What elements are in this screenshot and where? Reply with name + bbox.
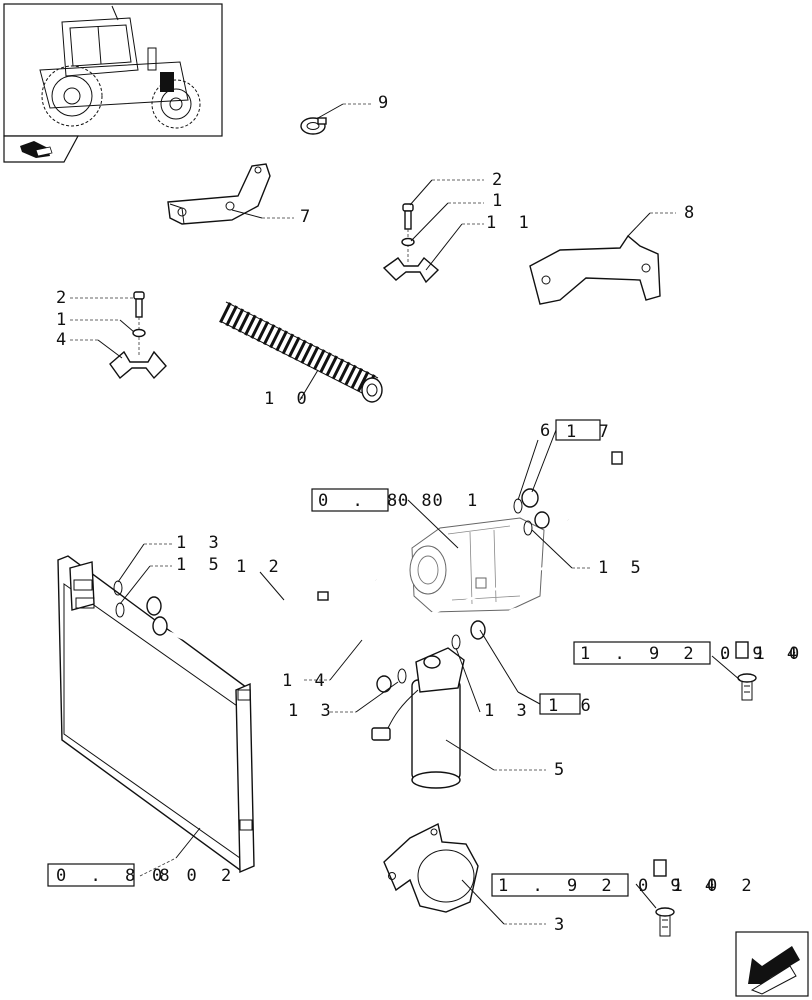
callout-14: 1 4 bbox=[282, 671, 331, 691]
callout-13-right: 1 3 bbox=[484, 701, 533, 721]
callout-7: 7 bbox=[300, 207, 316, 227]
condenser bbox=[57, 555, 255, 877]
callout-8: 8 bbox=[684, 203, 700, 223]
ref-box-condenser: 0 . 8 8 0 0 2 bbox=[47, 863, 238, 887]
svg-text:0 1 0 2: 0 1 0 2 bbox=[638, 876, 759, 896]
callout-12: 1 2 bbox=[236, 557, 285, 577]
callout-17: 1 7 bbox=[566, 422, 615, 442]
callout-15-right: 1 5 bbox=[598, 558, 647, 578]
callout-1-left: 1 bbox=[56, 310, 72, 330]
bolt-washer-clip-left bbox=[70, 291, 167, 380]
svg-text:1 . 9 2 . 9 4: 1 . 9 2 . 9 4 bbox=[498, 876, 722, 896]
callout-leaders bbox=[117, 419, 741, 909]
svg-text:0 0 1: 0 0 1 bbox=[398, 491, 484, 511]
callout-13-bottom: 1 3 bbox=[288, 701, 337, 721]
ref-box-pipe-1: 1 . 9 2 . 9 4 0 1 0 bbox=[573, 641, 806, 665]
callout-1-upper: 1 bbox=[492, 191, 508, 211]
callout-15-left: 1 5 bbox=[176, 555, 225, 575]
compressor bbox=[388, 499, 545, 613]
callout-2-left: 2 bbox=[56, 288, 72, 308]
mounting-bracket-part-3 bbox=[383, 822, 546, 925]
svg-text:0 0 2: 0 0 2 bbox=[152, 866, 238, 886]
callout-9: 9 bbox=[378, 93, 394, 113]
callout-16: 1 6 bbox=[548, 696, 597, 716]
ac-pipes bbox=[113, 451, 757, 937]
svg-text:0 . 8 8: 0 . 8 8 bbox=[318, 491, 439, 511]
corrugated-sleeve-part-10 bbox=[219, 301, 383, 403]
svg-text:0 1 0: 0 1 0 bbox=[720, 644, 806, 664]
bolt-washer-clip-upper bbox=[382, 179, 484, 284]
callout-2-upper: 2 bbox=[492, 170, 508, 190]
receiver-drier-part-5 bbox=[371, 647, 546, 789]
callout-6: 6 bbox=[540, 421, 556, 441]
tractor-thumbnail-icon[interactable] bbox=[3, 3, 223, 137]
next-page-arrow-icon[interactable] bbox=[735, 931, 809, 997]
ref-box-compressor: 0 . 8 8 0 0 1 bbox=[311, 488, 484, 512]
svg-text:1 . 9 2 . 9 4: 1 . 9 2 . 9 4 bbox=[580, 644, 804, 664]
hose-clamp-part-9 bbox=[300, 103, 372, 135]
callout-4: 4 bbox=[56, 330, 72, 350]
svg-text:0 . 8 8: 0 . 8 8 bbox=[56, 866, 177, 886]
ref-box-pipe-2: 1 . 9 2 . 9 4 0 1 0 2 bbox=[491, 873, 759, 897]
callout-13-left: 1 3 bbox=[176, 533, 225, 553]
callout-3: 3 bbox=[554, 915, 570, 935]
callout-5: 5 bbox=[554, 760, 570, 780]
bracket-part-7 bbox=[167, 163, 294, 225]
callout-11: 1 1 bbox=[486, 213, 535, 233]
catalog-book-icon[interactable] bbox=[3, 135, 80, 163]
bracket-part-8 bbox=[529, 212, 676, 305]
callout-10: 1 0 bbox=[264, 389, 313, 409]
